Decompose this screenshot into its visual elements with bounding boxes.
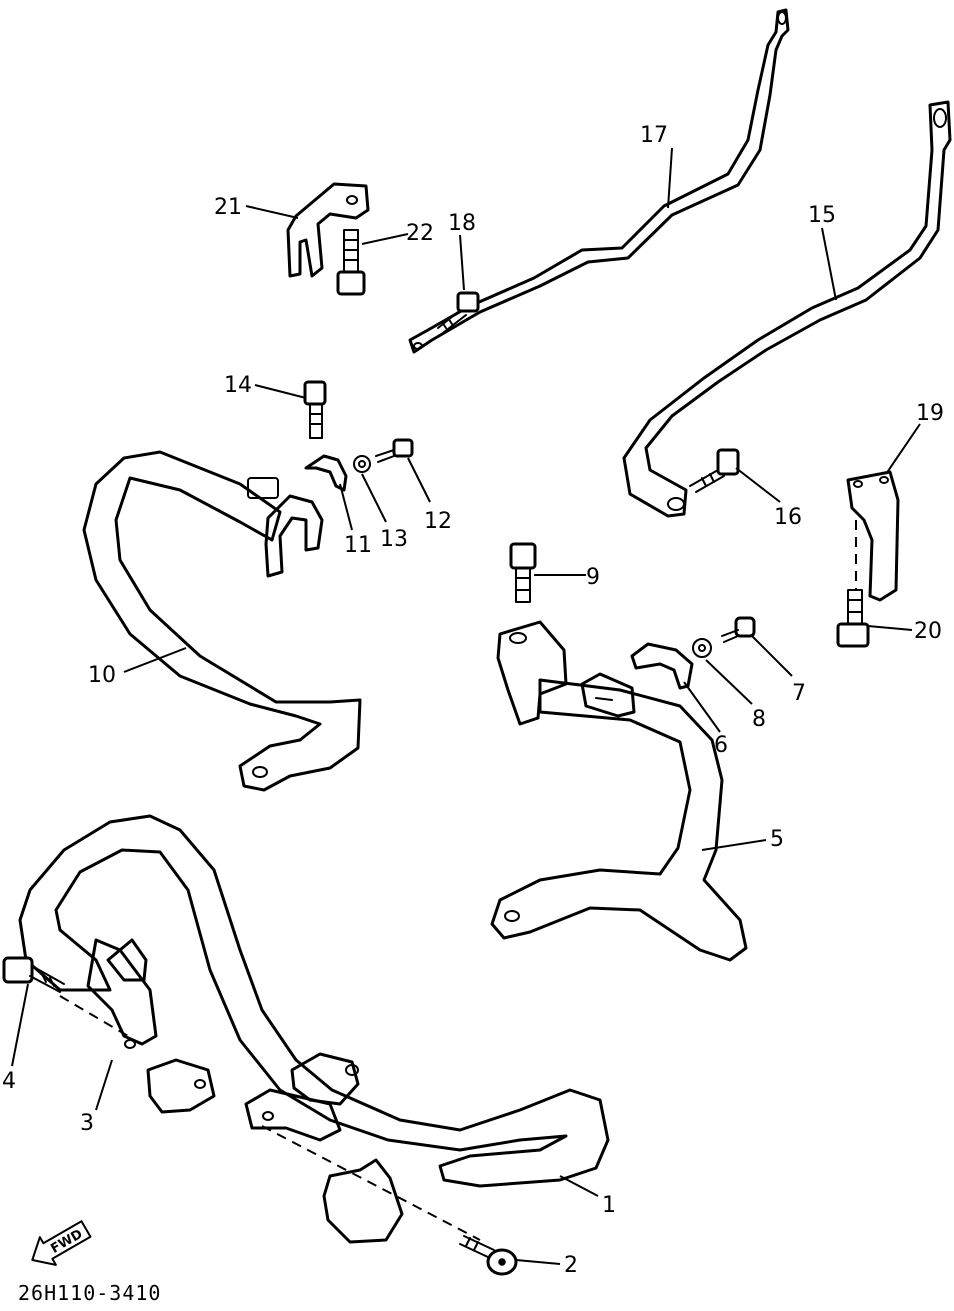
callout-5: 5: [770, 827, 784, 852]
part-14-bolt: [303, 380, 327, 439]
part-10-guard: [82, 450, 362, 792]
callout-22: 22: [406, 221, 434, 246]
leader-lines: [11, 147, 921, 1265]
part-13-washer: [353, 455, 371, 473]
part-6-clamp: [630, 642, 694, 690]
callout-10: 10: [88, 663, 116, 688]
part-20-bolt: [836, 589, 870, 648]
part-8-washer: [692, 638, 712, 658]
part-12-bolt: [375, 438, 414, 463]
callout-17: 17: [640, 123, 668, 148]
part-21-bracket: [286, 182, 370, 278]
part-9-bolt: [509, 542, 537, 603]
callout-20: 20: [914, 619, 942, 644]
callout-16: 16: [774, 505, 802, 530]
part-22-bolt: [336, 229, 366, 296]
part-3-bracket: [59, 938, 216, 1114]
part-11-clamp: [304, 454, 348, 492]
callout-7: 7: [792, 681, 806, 706]
callout-18: 18: [448, 211, 476, 236]
part-1-guard: [18, 814, 610, 1244]
callout-14: 14: [224, 373, 252, 398]
part-7-bolt: [721, 616, 756, 643]
callout-1: 1: [602, 1193, 616, 1218]
callout-2: 2: [564, 1253, 578, 1278]
callout-21: 21: [214, 195, 242, 220]
callout-4: 4: [2, 1069, 16, 1094]
part-17-stay: [408, 8, 790, 354]
callout-19: 19: [916, 401, 944, 426]
callout-6: 6: [714, 733, 728, 758]
part-19-bracket: [846, 470, 900, 602]
callout-3: 3: [80, 1111, 94, 1136]
callout-12: 12: [424, 509, 452, 534]
part-16-bolt: [689, 448, 740, 493]
part-5-guard: [490, 620, 748, 962]
callout-8: 8: [752, 707, 766, 732]
callout-15: 15: [808, 203, 836, 228]
part-18-bolt: [437, 291, 480, 333]
fwd-label: FWD: [48, 1227, 85, 1257]
callout-13: 13: [380, 527, 408, 552]
part-4-bolt: [2, 956, 65, 993]
callout-11: 11: [344, 533, 372, 558]
part-15-stay: [622, 100, 952, 518]
callout-labels: 17 15 18 21 22 14 12 13 11 16 19 9 20 7 …: [2, 123, 944, 1278]
part-2-bolt: [459, 1235, 518, 1276]
callout-9: 9: [586, 565, 600, 590]
drawing-code: 26H110-3410: [18, 1281, 161, 1305]
forward-arrow-icon: FWD: [31, 1220, 92, 1266]
